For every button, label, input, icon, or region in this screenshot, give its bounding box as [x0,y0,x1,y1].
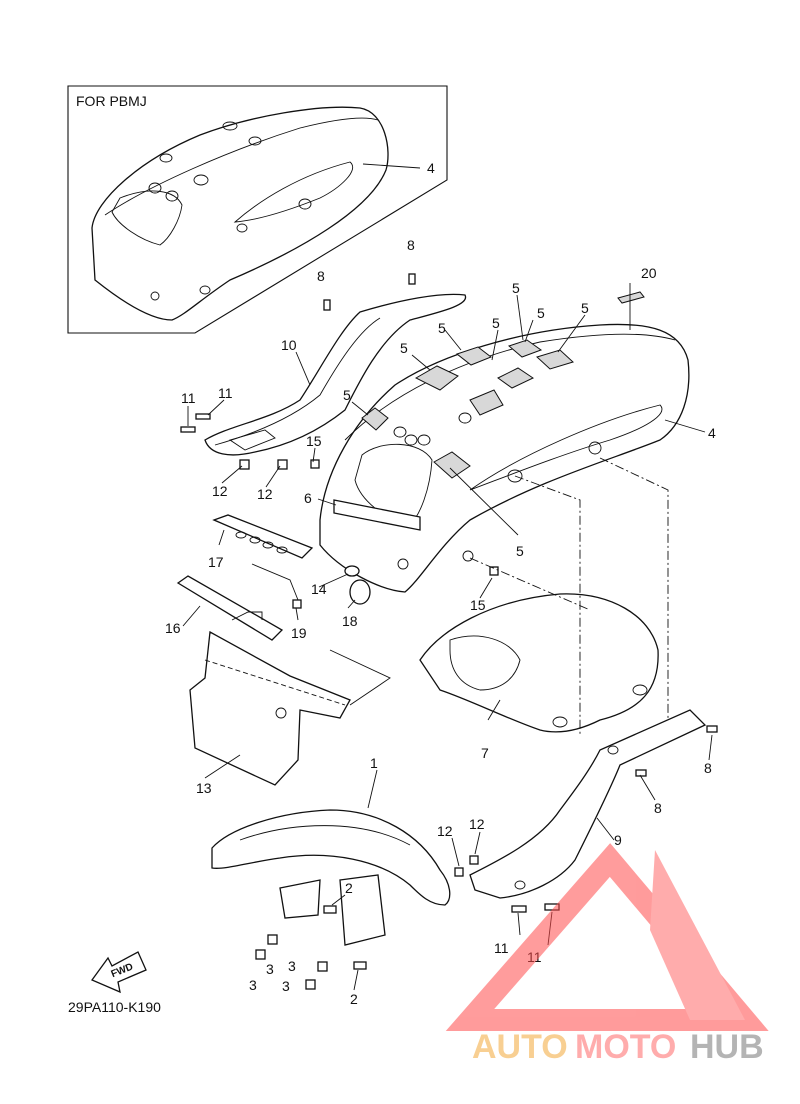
callout-18: 18 [342,613,358,629]
callout-19: 19 [291,625,307,641]
callout-5h: 5 [516,543,524,559]
grab-bar-10 [204,293,467,456]
callout-1: 1 [370,755,378,771]
callout-11b: 11 [218,385,233,401]
callout-3d: 3 [282,978,290,994]
callout-3c: 3 [288,958,296,974]
inset-panel: FOR PBMJ 4 [67,85,448,334]
callout-15b: 15 [470,597,486,613]
watermark-part1: AUTO [472,1028,568,1066]
callout-15a: 15 [306,433,322,449]
callout-2b: 2 [350,991,358,1007]
callout-5e: 5 [438,320,446,336]
fwd-arrow: FWD [90,951,147,994]
callout-5d: 5 [492,315,500,331]
callout-8c: 8 [704,760,712,776]
mudflap-13 [189,630,351,786]
inset-title: FOR PBMJ [76,93,147,109]
small-bolts [180,273,499,576]
license-bracket-17 [212,514,314,559]
callout-20: 20 [641,265,657,281]
stay-9 [454,709,707,899]
inner-fender-7 [419,593,659,733]
callout-5b: 5 [537,305,545,321]
callout-5f: 5 [400,340,408,356]
callout-14: 14 [311,581,327,597]
callout-4: 4 [708,425,716,441]
part-18 [349,579,371,605]
callout-2a: 2 [345,880,353,896]
inset-part-label: 4 [427,160,435,176]
part-16 [176,575,284,641]
callout-3a: 3 [266,961,274,977]
callout-12b: 12 [257,486,273,502]
callout-5c: 5 [581,300,589,316]
diagram-code: 29PA110-K190 [68,999,161,1015]
callout-11c: 11 [494,940,509,956]
callout-7: 7 [481,745,489,761]
part-14 [344,565,360,577]
callout-12d: 12 [469,816,485,832]
callout-8b: 8 [407,237,415,253]
callout-numbers: 1 2 2 3 3 3 3 4 5 5 5 5 5 5 5 5 6 7 8 8 … [165,237,716,1007]
rear-fender-4 [319,323,706,593]
callout-10: 10 [281,337,297,353]
callout-6: 6 [304,490,312,506]
callout-12a: 12 [212,483,228,499]
callout-8a: 8 [317,268,325,284]
callout-13: 13 [196,780,212,796]
callout-5a: 5 [512,280,520,296]
callout-12c: 12 [437,823,453,839]
part-6 [333,499,421,531]
harness-19 [251,563,302,609]
watermark-part3: HUB [690,1028,764,1066]
watermark-logo: AUTO MOTO HUB [445,843,769,1066]
callout-16: 16 [165,620,181,636]
callout-5g: 5 [343,387,351,403]
callout-3b: 3 [249,977,257,993]
watermark-part2: MOTO [575,1028,676,1066]
callout-8d: 8 [654,800,662,816]
front-fender-1 [211,809,451,946]
callout-17: 17 [208,554,224,570]
callout-11a: 11 [181,390,196,406]
callout-9: 9 [614,832,622,848]
